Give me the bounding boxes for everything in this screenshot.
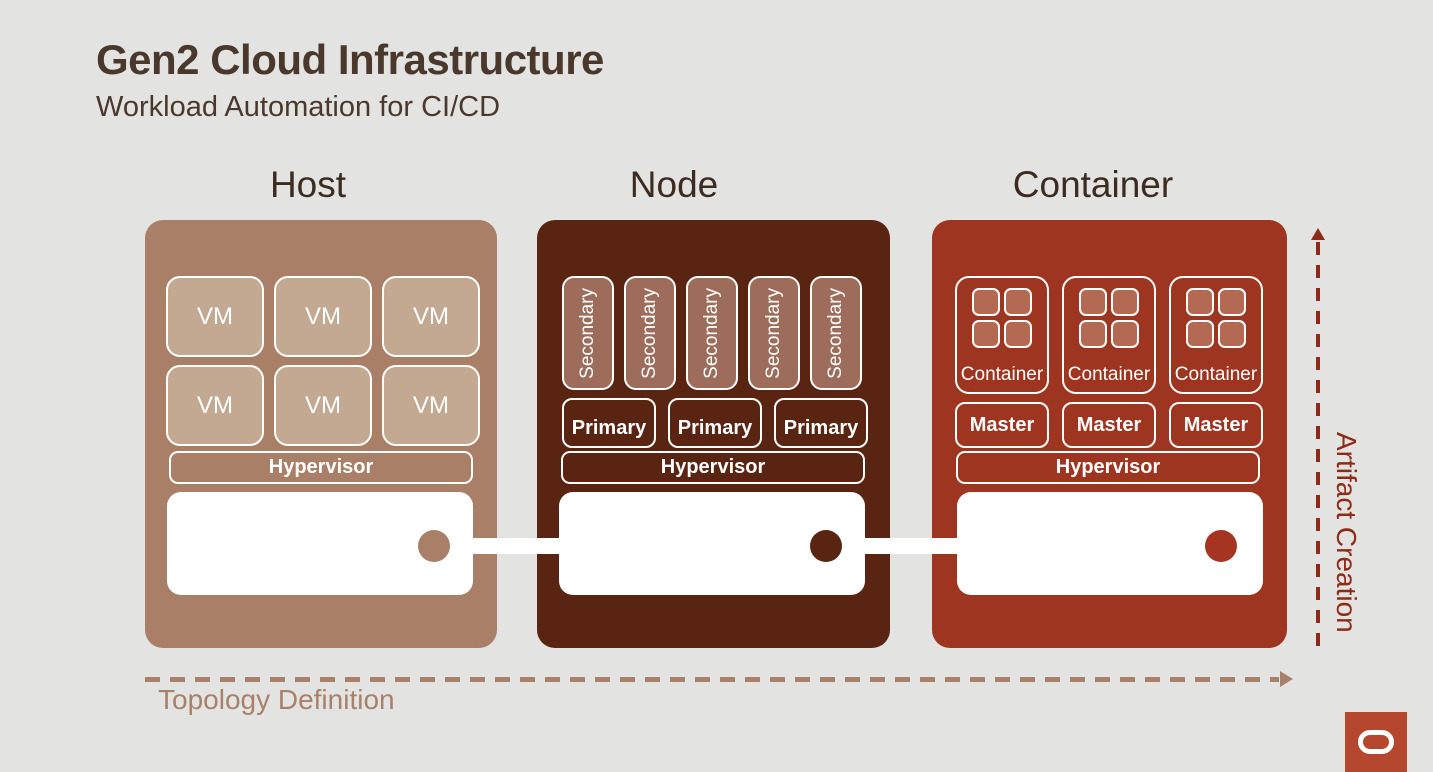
container-tile	[1218, 320, 1246, 348]
container-tile	[1218, 288, 1246, 316]
secondary-label: Secondary	[577, 287, 598, 379]
container-box: Container	[1062, 276, 1156, 394]
master-box: Master	[1169, 402, 1263, 448]
vm-label: VM	[413, 302, 449, 330]
container-block: Container Container Container	[932, 220, 1287, 648]
container-tile	[1186, 288, 1214, 316]
node-connector-dot	[810, 530, 842, 562]
oracle-logo	[1345, 712, 1407, 772]
container-tile	[1111, 320, 1139, 348]
vm-label: VM	[305, 391, 341, 419]
container-tile	[1004, 320, 1032, 348]
container-tile	[1004, 288, 1032, 316]
topology-dashed-line	[145, 677, 1279, 682]
container-grid-icon	[972, 288, 1032, 348]
container-box: Container	[955, 276, 1049, 394]
vm-box: VM	[166, 276, 264, 357]
artifact-arrowhead-icon	[1311, 228, 1325, 240]
master-row: Master Master Master	[955, 402, 1263, 448]
container-label: Container	[960, 364, 1044, 385]
slide-subtitle: Workload Automation for CI/CD	[96, 91, 501, 123]
secondary-label: Secondary	[825, 287, 846, 379]
primary-box: Primary	[562, 398, 656, 448]
secondary-label: Secondary	[639, 287, 660, 379]
secondary-box: Secondary	[686, 276, 738, 390]
artifact-dashed-line	[1316, 242, 1320, 652]
container-grid-icon	[1079, 288, 1139, 348]
vm-label: VM	[305, 302, 341, 330]
container-label: Container	[1067, 364, 1151, 385]
container-tile	[972, 288, 1000, 316]
vm-box: VM	[382, 276, 480, 357]
vm-box: VM	[166, 365, 264, 446]
container-row: Container Container Container	[955, 276, 1263, 394]
vm-label: VM	[197, 391, 233, 419]
secondary-box: Secondary	[748, 276, 800, 390]
container-hypervisor-bar: Hypervisor	[956, 451, 1260, 484]
secondary-label: Secondary	[763, 287, 784, 379]
container-grid-icon	[1186, 288, 1246, 348]
master-box: Master	[1062, 402, 1156, 448]
vm-box: VM	[382, 365, 480, 446]
slide-title: Gen2 Cloud Infrastructure	[96, 36, 604, 83]
heading-node: Node	[629, 164, 719, 205]
heading-container: Container	[1012, 164, 1174, 205]
node-hypervisor-bar: Hypervisor	[561, 451, 865, 484]
master-box: Master	[955, 402, 1049, 448]
vm-label: VM	[197, 302, 233, 330]
host-node-connector	[458, 538, 572, 554]
vm-box: VM	[274, 276, 372, 357]
primary-box: Primary	[774, 398, 868, 448]
secondary-box: Secondary	[624, 276, 676, 390]
secondary-box: Secondary	[810, 276, 862, 390]
heading-host: Host	[269, 164, 347, 205]
vm-box: VM	[274, 365, 372, 446]
topology-arrowhead-icon	[1280, 671, 1293, 687]
container-connector-dot	[1205, 530, 1237, 562]
container-label: Container	[1174, 364, 1258, 385]
container-tile	[1079, 320, 1107, 348]
artifact-label: Artifact Creation	[1331, 432, 1362, 633]
host-hypervisor-bar: Hypervisor	[169, 451, 473, 484]
oracle-o-icon	[1358, 730, 1394, 754]
container-tile	[1186, 320, 1214, 348]
vm-grid: VM VM VM VM VM VM	[166, 276, 480, 446]
container-tile	[1111, 288, 1139, 316]
container-box: Container	[1169, 276, 1263, 394]
secondary-box: Secondary	[562, 276, 614, 390]
host-block: VM VM VM VM VM VM Hypervisor	[145, 220, 497, 648]
primary-row: Primary Primary Primary	[562, 398, 868, 448]
secondary-row: Secondary Secondary Secondary Secondary …	[562, 276, 862, 390]
topology-label: Topology Definition	[158, 684, 395, 715]
container-tile	[972, 320, 1000, 348]
vm-label: VM	[413, 391, 449, 419]
host-connector-dot	[418, 530, 450, 562]
secondary-label: Secondary	[701, 287, 722, 379]
node-block: Secondary Secondary Secondary Secondary …	[537, 220, 890, 648]
primary-box: Primary	[668, 398, 762, 448]
node-container-connector	[854, 538, 969, 554]
container-tile	[1079, 288, 1107, 316]
